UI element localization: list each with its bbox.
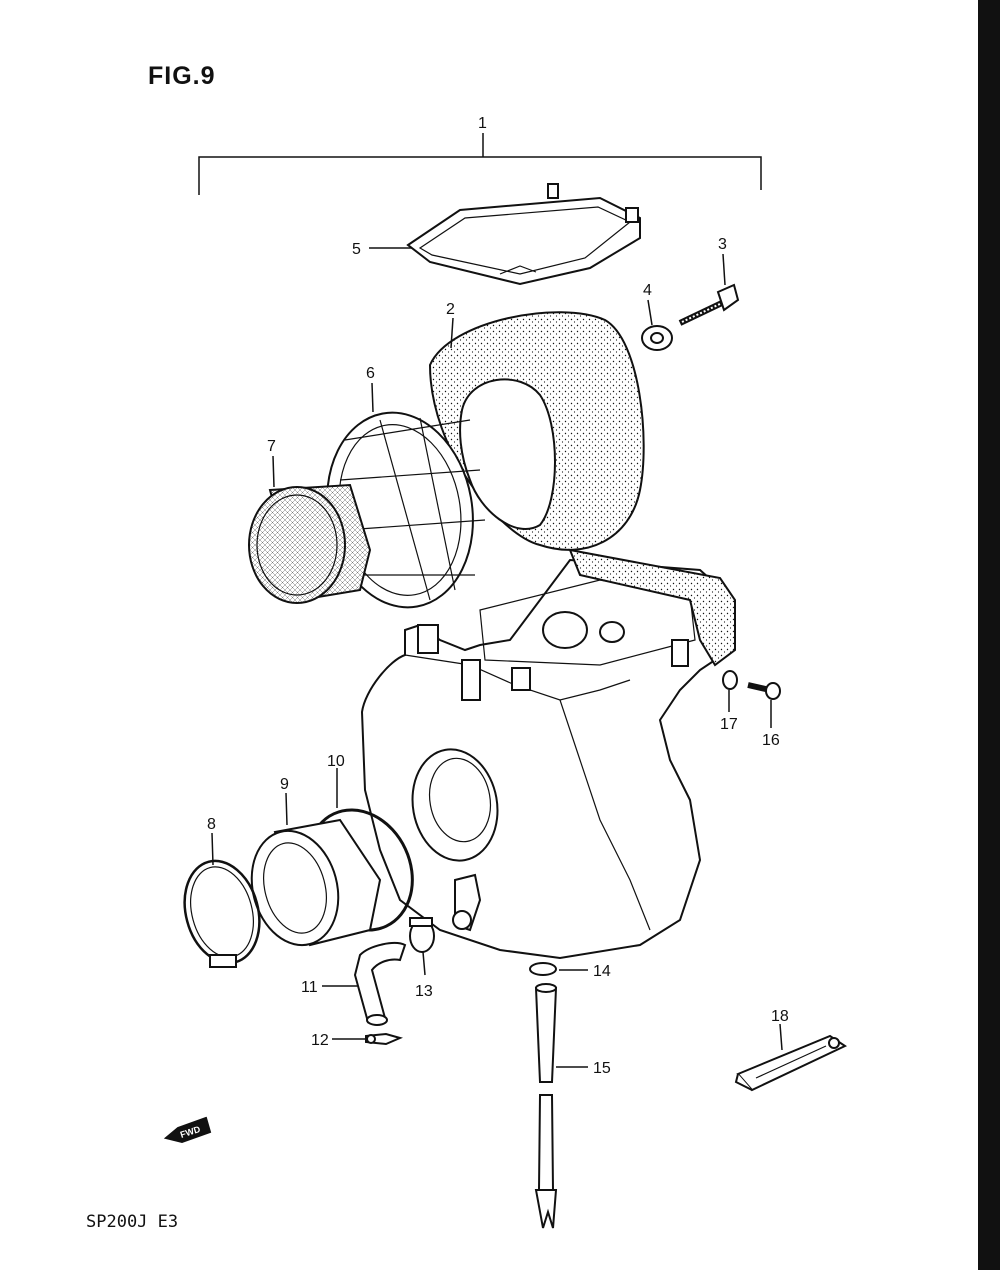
callout-18: 18 (771, 1008, 789, 1025)
callout-5: 5 (352, 241, 361, 258)
callout-7: 7 (267, 438, 276, 455)
assembly-bracket (198, 133, 762, 195)
callout-6: 6 (366, 365, 375, 382)
part-13-clamp (409, 917, 435, 953)
callout-14: 14 (593, 963, 611, 980)
callout-12: 12 (311, 1032, 329, 1049)
part-8-clamp (183, 859, 261, 968)
callout-1: 1 (478, 115, 487, 132)
part-11-drain-hose (353, 942, 407, 1026)
callout-11: 11 (301, 979, 318, 996)
callout-4: 4 (643, 282, 652, 299)
part-12-hose-clip (365, 1032, 403, 1046)
callout-16: 16 (762, 732, 780, 749)
leader-lines (211, 247, 783, 1068)
part-16-bolt (747, 682, 781, 700)
callout-3: 3 (718, 236, 727, 253)
part-18-bracket (734, 1034, 848, 1092)
exploded-parts-diagram: FWD 1 2 3 4 5 (163, 115, 848, 1229)
callout-15: 15 (593, 1060, 611, 1077)
callout-10: 10 (327, 753, 345, 770)
callout-13: 13 (415, 983, 433, 1000)
part-14-ring (529, 962, 557, 976)
part-7-mesh-screen (248, 483, 372, 604)
air-box-housing (360, 548, 736, 960)
model-code: SP200J E3 (86, 1212, 179, 1232)
callout-17: 17 (720, 716, 738, 733)
part-15-drain-tube (534, 983, 558, 1229)
callout-labels: 1 2 3 4 5 6 7 8 9 10 11 12 13 14 15 16 1… (207, 115, 789, 1077)
part-9-intake-boot (250, 818, 382, 947)
scan-edge-bar (978, 0, 1000, 1270)
part-2-foam-element (428, 311, 645, 551)
part-4-washer (641, 325, 673, 351)
part-5-cover-plate (406, 183, 641, 286)
part-17-washer (722, 670, 738, 690)
fwd-arrow-icon: FWD (163, 1116, 212, 1144)
callout-2: 2 (446, 301, 455, 318)
callout-9: 9 (280, 776, 289, 793)
figure-title: FIG.9 (148, 62, 216, 90)
callout-8: 8 (207, 816, 216, 833)
part-3-wing-bolt (678, 283, 740, 326)
